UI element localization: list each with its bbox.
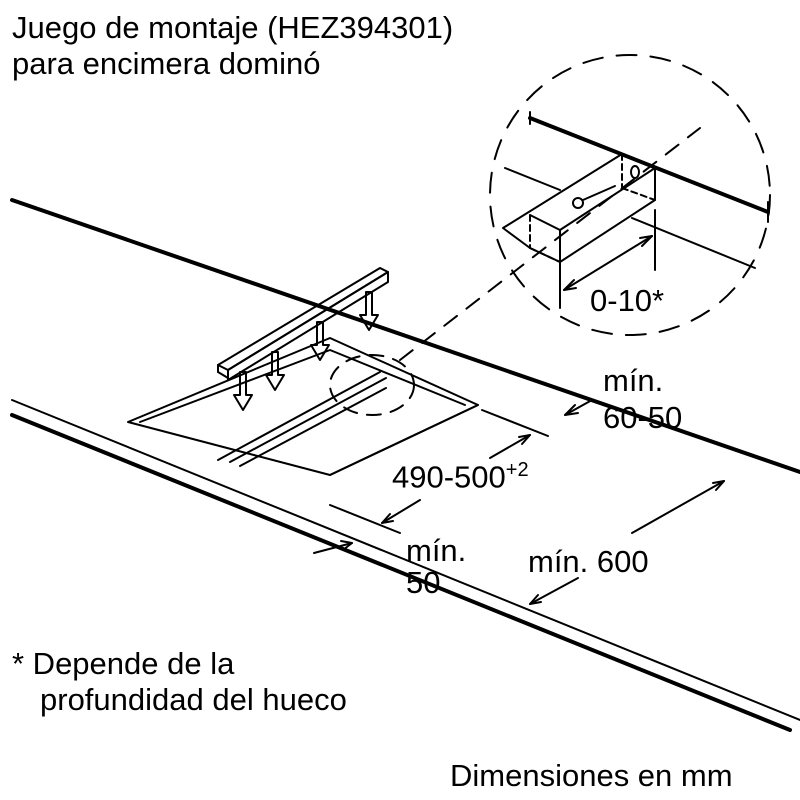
worktop-front-edge-top — [11, 399, 800, 721]
front-min-label: mín. — [406, 533, 467, 568]
worktop-depth-dimension: mín. 600 — [528, 544, 649, 579]
cutout-depth-value: 490-500 — [392, 459, 506, 495]
detail-view-circle — [489, 54, 771, 336]
dimension-arrows — [313, 399, 725, 605]
down-arrow-icon — [233, 371, 253, 411]
footnote-line-1: * Depende de la — [12, 646, 235, 681]
worktop-rear-edge — [10, 198, 800, 474]
detail-marker-circle — [329, 354, 415, 416]
units-note: Dimensiones en mm — [450, 758, 733, 793]
cutout-outline — [127, 337, 479, 476]
rear-min-label: mín. — [603, 363, 664, 398]
screw-icon — [572, 197, 584, 209]
detail-view — [502, 111, 770, 309]
front-min-value: 50 — [406, 565, 441, 600]
title-line-2: para encimera dominó — [12, 46, 321, 81]
mounting-rail — [217, 267, 389, 381]
down-arrow-icon — [359, 291, 379, 331]
detail-gap-dimension: 0-10* — [590, 283, 665, 318]
rear-min-value: 60-50 — [603, 400, 683, 435]
title-line-1: Juego de montaje (HEZ394301) — [12, 10, 454, 45]
down-arrow-icon — [265, 351, 285, 391]
cutout-depth-tolerance: +2 — [505, 459, 529, 481]
down-arrow-icon — [310, 321, 330, 361]
worktop-front-edge-bottom — [10, 413, 792, 732]
footnote-line-2: profundidad del hueco — [40, 682, 347, 717]
cutout-depth-dimension: 490-500+2 — [392, 460, 529, 492]
down-arrows — [233, 291, 379, 411]
